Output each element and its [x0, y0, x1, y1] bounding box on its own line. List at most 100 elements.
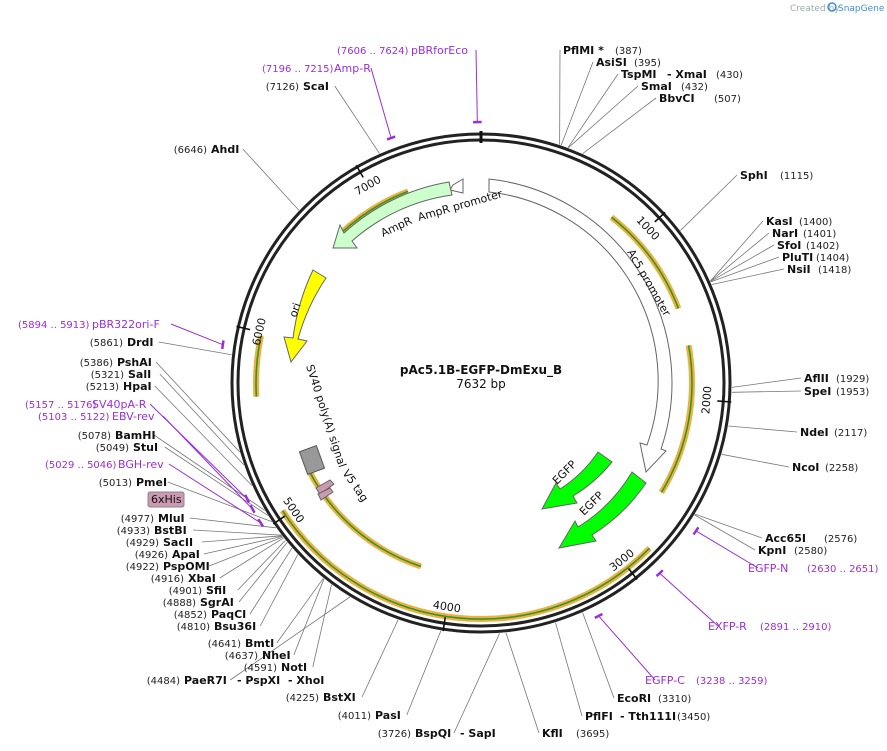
- leader-line: [312, 584, 332, 668]
- orf-arc-core: [611, 216, 680, 309]
- site-bstxi: BstXI(4225): [286, 691, 356, 704]
- site-name: BmtI: [245, 637, 274, 650]
- primer-ebvrev: EBV-rev(5103 .. 5122): [38, 410, 155, 423]
- leader-line: [406, 630, 442, 716]
- ring-tick: [272, 515, 286, 525]
- site-name: PflFI: [585, 710, 613, 723]
- site-name: StuI: [133, 441, 158, 454]
- leader-line: [567, 73, 619, 148]
- feature-label-ori: ori: [287, 301, 304, 319]
- site-name: Acc65I: [765, 532, 806, 545]
- ring-tick-label: 4000: [432, 598, 462, 615]
- leader-line: [259, 554, 299, 627]
- site-position: (1400): [799, 217, 832, 228]
- site-position: (4225): [286, 693, 319, 704]
- site-name: PluTI: [782, 251, 813, 264]
- leader-line: [555, 622, 583, 717]
- leader-line: [568, 85, 639, 149]
- site-tth111i: - Tth111I(3450): [620, 710, 710, 723]
- primer-pbrforeco: pBRforEco(7606 .. 7624): [337, 44, 468, 57]
- orf-arc-core: [281, 510, 651, 620]
- site-labels: PflMI *(387)AsiSI(395)TspMI- XmaI(430)Sm…: [18, 44, 879, 740]
- site-apai: ApaI(4926): [135, 548, 200, 561]
- site-name: SfoI: [777, 239, 801, 252]
- site-position: (3695): [576, 729, 609, 740]
- leader-line: [453, 633, 500, 734]
- site-position: (5049): [96, 443, 129, 454]
- site-hpai: HpaI(5213): [86, 380, 152, 393]
- primer-name: BGH-rev: [118, 458, 164, 471]
- primer-name: EXFP-R: [708, 620, 747, 633]
- site-acc65i: Acc65I(2576): [765, 532, 857, 545]
- leader-lines: [149, 49, 802, 734]
- site-xhoi: - XhoI: [288, 674, 324, 687]
- site-position: (3310): [658, 694, 691, 705]
- site-name: SalI: [128, 368, 151, 381]
- feature-arrow: [449, 178, 464, 194]
- site-kasi: KasI(1400): [766, 215, 832, 228]
- ring-tick: [355, 164, 364, 178]
- primer-position: (3238 .. 3259): [696, 676, 768, 687]
- site-name: XbaI: [188, 572, 216, 585]
- feature-box: [147, 491, 185, 508]
- site-name: BamHI: [115, 429, 156, 442]
- feature-label-v5: V5 tag: [340, 467, 371, 504]
- primer-leader: [659, 572, 719, 627]
- leader-line: [710, 244, 775, 282]
- site-name: PmeI: [136, 476, 167, 489]
- primer-mark: [655, 569, 664, 578]
- snapgene-logo-icon: [827, 2, 837, 12]
- site-nhei: NheI(4637): [225, 649, 291, 662]
- site-position: (2258): [825, 463, 858, 474]
- site-bstbi: BstBI(4933): [117, 524, 187, 537]
- feature-arrow: [317, 487, 334, 501]
- site-xbai: XbaI(4916): [151, 572, 216, 585]
- site-name: KpnI: [758, 544, 786, 557]
- site-position: (5386): [80, 358, 113, 369]
- site-sacii: SacII(4929): [126, 536, 193, 549]
- site-position: (5321): [91, 370, 124, 381]
- site-kpni: KpnI(2580): [758, 544, 827, 557]
- leader-line: [167, 481, 272, 523]
- site-bbvci: BbvCI(507): [659, 92, 741, 105]
- primer-mark: [386, 135, 396, 141]
- site-nsii: NsiI(1418): [787, 263, 851, 276]
- site-name: BbvCI: [659, 92, 695, 105]
- primer-name: Amp-R: [334, 62, 371, 75]
- primer-position: (2630 .. 2651): [807, 564, 879, 575]
- leader-line: [164, 446, 268, 516]
- feature-box: [298, 445, 326, 475]
- credit-brand: SnapGene: [838, 4, 885, 14]
- site-smai: SmaI(432): [641, 80, 708, 93]
- primer-name: EGFP-N: [748, 562, 788, 575]
- ring-tick-label: 6000: [250, 317, 269, 347]
- site-position: (3726): [378, 729, 411, 740]
- site-name: SpeI: [804, 385, 831, 398]
- primer-position: (5103 .. 5122): [38, 412, 110, 423]
- credit-prefix: Created by: [790, 4, 840, 14]
- site-position: (1115): [780, 171, 813, 182]
- site-name: SacII: [163, 536, 193, 549]
- site-name: PaqCI: [211, 608, 246, 621]
- site-sfii: SfiI(4901): [169, 584, 226, 597]
- leader-line: [201, 535, 282, 543]
- site-position: (4011): [338, 711, 371, 722]
- leader-line: [694, 514, 756, 551]
- ring-tick: [442, 617, 447, 632]
- site-pflfi: PflFI: [585, 710, 613, 723]
- leader-line: [680, 174, 738, 231]
- site-name: SfiI: [206, 584, 226, 597]
- site-ncoi: NcoI(2258): [792, 461, 858, 474]
- site-position: (4888): [163, 598, 196, 609]
- feature-arrow: [332, 181, 453, 249]
- feature-arrow: [315, 479, 335, 495]
- leader-line: [229, 596, 351, 681]
- primer-name: EBV-rev: [112, 410, 155, 423]
- site-name: Bsu36I: [214, 620, 256, 633]
- leader-line: [192, 529, 282, 536]
- site-aflii: AflII(1929): [804, 372, 869, 385]
- leader-line: [721, 453, 790, 468]
- site-name: KflI: [542, 727, 563, 740]
- primer-leader: [170, 323, 224, 346]
- site-spei: SpeI(1953): [804, 385, 869, 398]
